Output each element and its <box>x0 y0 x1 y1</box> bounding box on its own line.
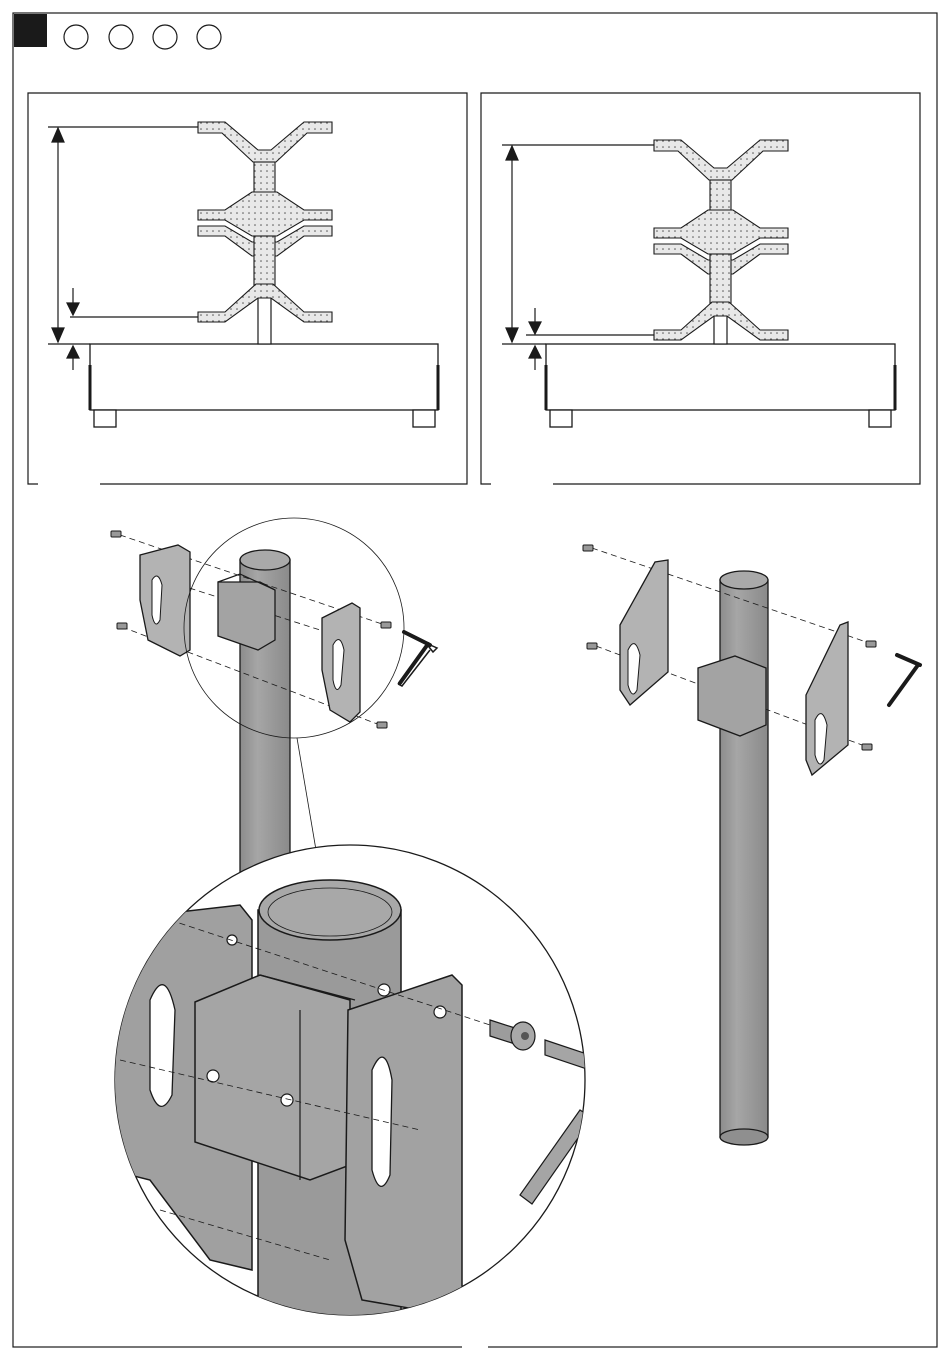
left-assembly-view <box>111 518 437 890</box>
bracket-top <box>198 122 332 202</box>
height-option-panel-1 <box>28 93 467 484</box>
base-plate <box>546 344 895 427</box>
height-dimension <box>502 145 654 370</box>
pole-clamp <box>698 656 766 736</box>
bracket-middle <box>654 210 788 304</box>
zoom-indicator <box>184 518 404 738</box>
zoom-detail <box>110 845 592 1330</box>
height-dimension <box>48 127 198 370</box>
height-option-panel-2 <box>481 93 920 484</box>
bracket-middle <box>198 192 332 286</box>
pole-clamp <box>218 574 275 650</box>
right-assembly-view <box>583 545 920 1145</box>
base-plate <box>90 344 438 427</box>
vesa-plate <box>140 545 190 656</box>
bracket-top <box>654 140 788 220</box>
option-circle-1 <box>64 25 88 49</box>
option-circle-2 <box>109 25 133 49</box>
vesa-plate <box>806 622 848 775</box>
step-header <box>14 14 221 49</box>
option-circle-3 <box>153 25 177 49</box>
hex-key-icon <box>897 655 920 665</box>
option-circle-4 <box>197 25 221 49</box>
step-marker <box>14 14 47 47</box>
vesa-plate <box>620 560 668 705</box>
